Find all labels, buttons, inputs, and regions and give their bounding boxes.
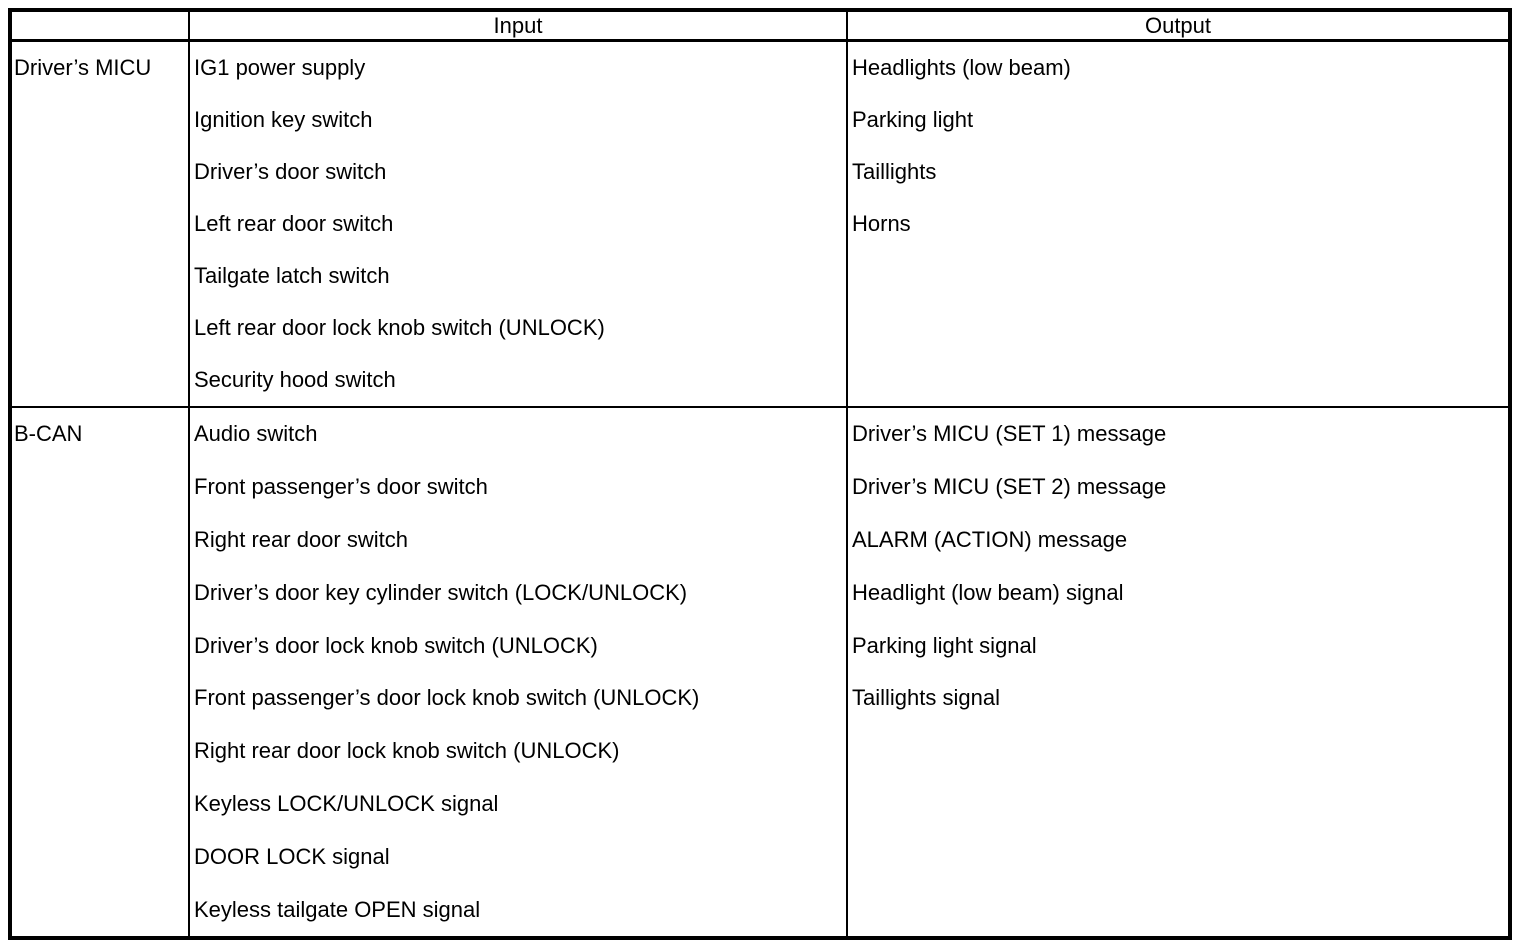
input-item-slot: Keyless LOCK/UNLOCK signal xyxy=(190,778,846,831)
input-item-slot: Right rear door lock knob switch (UNLOCK… xyxy=(190,725,846,778)
output-item-slot: Taillights signal xyxy=(848,672,1508,725)
output-item-slot: Horns xyxy=(848,198,1508,250)
header-output-label: Output xyxy=(1144,12,1212,38)
output-item: ALARM (ACTION) message xyxy=(852,526,1128,552)
header-output-cell: Output xyxy=(848,12,1508,42)
row-source-label: B-CAN xyxy=(14,421,83,447)
input-item: Left rear door lock knob switch (UNLOCK) xyxy=(194,315,605,340)
output-item: Driver’s MICU (SET 2) message xyxy=(852,474,1167,500)
output-item: Headlights (low beam) xyxy=(852,55,1071,80)
input-item-slot: Front passenger’s door lock knob switch … xyxy=(190,672,846,725)
input-item: Front passenger’s door switch xyxy=(194,474,488,500)
input-output-table: Input Output Driver’s MICU IG1 power sup… xyxy=(8,8,1512,940)
output-item: Taillights xyxy=(852,159,937,184)
output-item: Headlight (low beam) signal xyxy=(852,579,1124,605)
input-item: Keyless LOCK/UNLOCK signal xyxy=(194,790,499,816)
header-input-label: Input xyxy=(493,12,543,38)
row-source-slot: B-CAN xyxy=(12,408,188,461)
input-item: Right rear door switch xyxy=(194,526,408,552)
input-item-slot: Driver’s door lock knob switch (UNLOCK) xyxy=(190,619,846,672)
row-source-slot: Driver’s MICU xyxy=(12,42,188,94)
input-item: Keyless tailgate OPEN signal xyxy=(194,896,481,922)
input-item: Front passenger’s door lock knob switch … xyxy=(194,685,700,711)
output-item: Taillights signal xyxy=(852,685,1000,711)
input-item-slot: Audio switch xyxy=(190,408,846,461)
input-item: Audio switch xyxy=(194,421,318,447)
row-drivers-micu-source-cell: Driver’s MICU xyxy=(12,42,190,408)
output-item-slot: Parking light signal xyxy=(848,619,1508,672)
input-item-slot: Left rear door switch xyxy=(190,198,846,250)
input-item: Left rear door switch xyxy=(194,211,394,236)
input-item: Right rear door lock knob switch (UNLOCK… xyxy=(194,738,620,764)
input-item: Ignition key switch xyxy=(194,107,373,132)
input-item-slot: Keyless tailgate OPEN signal xyxy=(190,883,846,936)
input-item-slot: Tailgate latch switch xyxy=(190,250,846,302)
input-item: Security hood switch xyxy=(194,367,396,392)
input-item: Driver’s door switch xyxy=(194,159,387,184)
input-item-slot: Front passenger’s door switch xyxy=(190,461,846,514)
output-item-slot: Taillights xyxy=(848,146,1508,198)
input-item-slot: DOOR LOCK signal xyxy=(190,830,846,883)
input-item-slot: Left rear door lock knob switch (UNLOCK) xyxy=(190,302,846,354)
output-item-slot: Parking light xyxy=(848,94,1508,146)
input-item-slot: IG1 power supply xyxy=(190,42,846,94)
input-item: Driver’s door key cylinder switch (LOCK/… xyxy=(194,579,688,605)
input-item-slot: Driver’s door key cylinder switch (LOCK/… xyxy=(190,566,846,619)
output-item: Parking light xyxy=(852,107,974,132)
output-item-slot: Driver’s MICU (SET 2) message xyxy=(848,461,1508,514)
output-item: Horns xyxy=(852,211,911,236)
input-item-slot: Ignition key switch xyxy=(190,94,846,146)
output-item-slot: Driver’s MICU (SET 1) message xyxy=(848,408,1508,461)
row-bcan-output-cell: Driver’s MICU (SET 1) message Driver’s M… xyxy=(848,408,1508,936)
input-item-slot: Security hood switch xyxy=(190,354,846,406)
header-source-cell xyxy=(12,12,190,42)
row-bcan-source-cell: B-CAN xyxy=(12,408,190,936)
output-item-slot: Headlight (low beam) signal xyxy=(848,566,1508,619)
input-item: Driver’s door lock knob switch (UNLOCK) xyxy=(194,632,598,658)
input-item-slot: Driver’s door switch xyxy=(190,146,846,198)
output-item: Parking light signal xyxy=(852,632,1037,658)
row-source-label: Driver’s MICU xyxy=(14,55,152,80)
input-item-slot: Right rear door switch xyxy=(190,514,846,567)
row-drivers-micu-output-cell: Headlights (low beam) Parking light Tail… xyxy=(848,42,1508,408)
input-item: DOOR LOCK signal xyxy=(194,843,390,869)
input-item: Tailgate latch switch xyxy=(194,263,390,288)
output-item-slot: ALARM (ACTION) message xyxy=(848,514,1508,567)
input-item: IG1 power supply xyxy=(194,55,366,80)
header-input-cell: Input xyxy=(190,12,848,42)
row-bcan-input-cell: Audio switch Front passenger’s door swit… xyxy=(190,408,848,936)
output-item: Driver’s MICU (SET 1) message xyxy=(852,421,1167,447)
output-item-slot: Headlights (low beam) xyxy=(848,42,1508,94)
row-drivers-micu-input-cell: IG1 power supply Ignition key switch Dri… xyxy=(190,42,848,408)
